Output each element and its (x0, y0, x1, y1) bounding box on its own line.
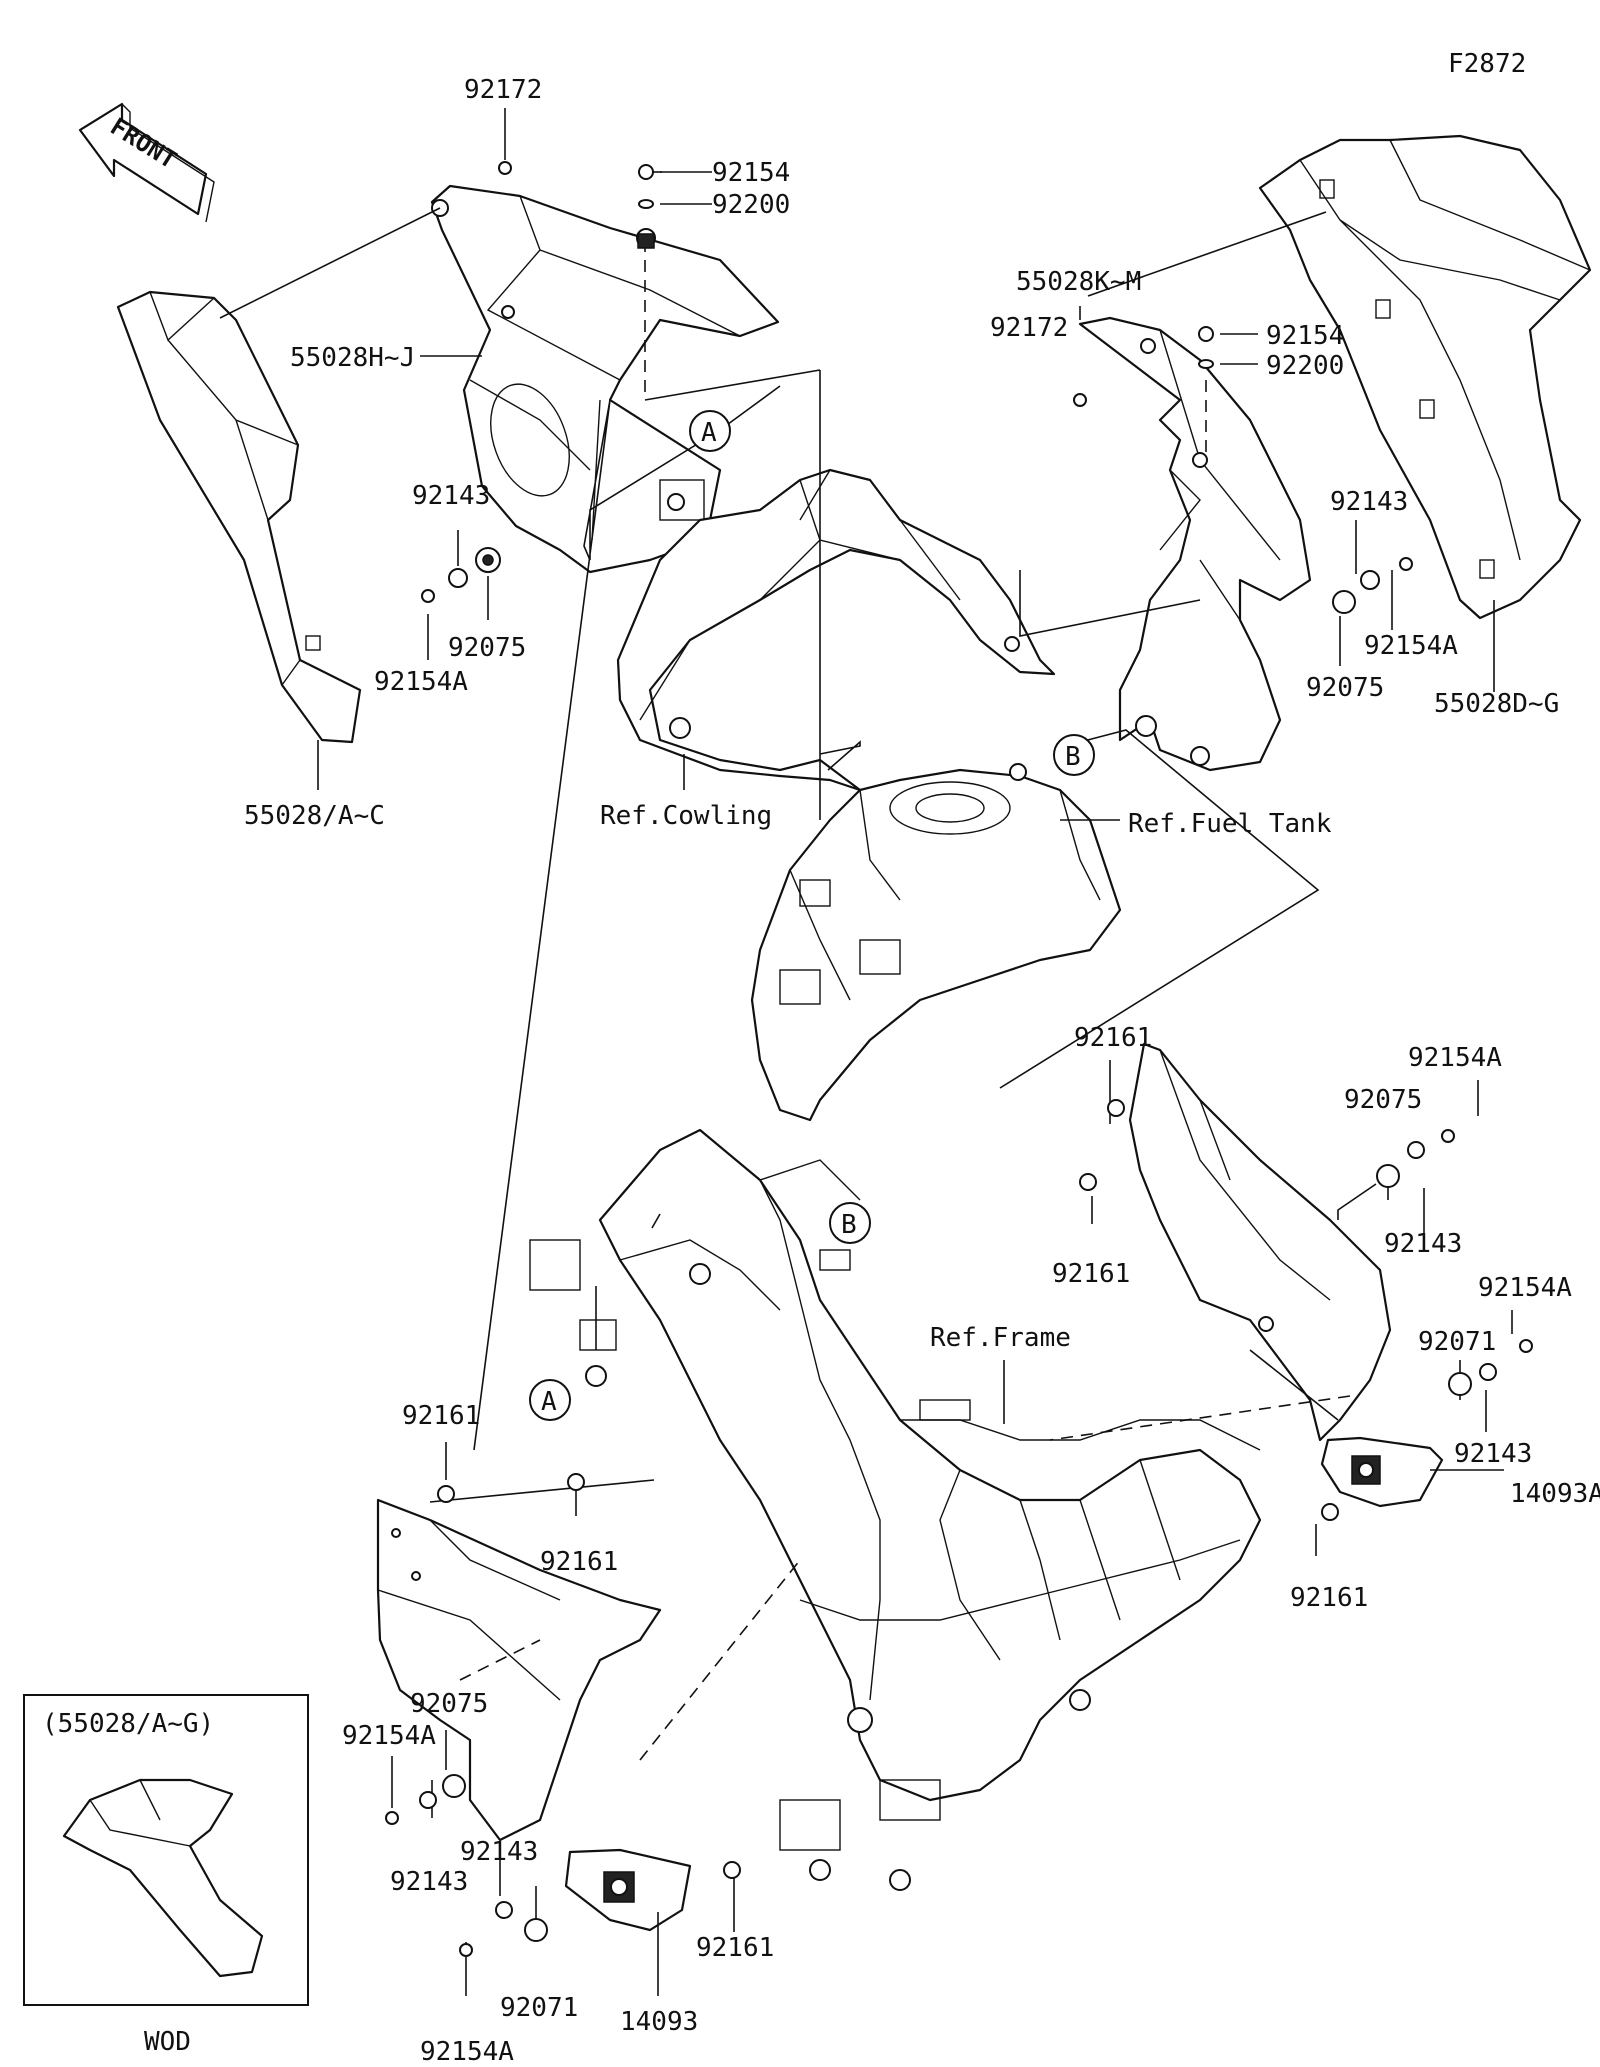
callout-b-upper: B (1053, 734, 1095, 776)
front-arrow-icon: FRONT (78, 102, 215, 223)
ref-frame-part (529, 1128, 1262, 1891)
part-number: 92154A (342, 1721, 436, 1751)
bracket-55028-k-m (1078, 316, 1312, 772)
bracket-55028-h-j (430, 184, 780, 574)
part-number: 92075 (410, 1689, 488, 1719)
part-number: 92172 (990, 313, 1068, 343)
part-number: 92200 (1266, 351, 1344, 381)
part-number: 92161 (1074, 1023, 1152, 1053)
ref-fuel-tank-part (750, 763, 1122, 1122)
part-number: 55028/A~C (244, 801, 385, 831)
part-number: 92161 (1052, 1259, 1130, 1289)
part-number: 92161 (540, 1547, 618, 1577)
leader-lines (219, 108, 1513, 1996)
part-number: 55028K~M (1016, 267, 1141, 297)
part-number: 92143 (460, 1837, 538, 1867)
part-number: 92161 (1290, 1583, 1368, 1613)
part-number: 92172 (464, 75, 542, 105)
part-number: 92143 (1454, 1439, 1532, 1469)
part-number: 92154A (374, 667, 468, 697)
figure-code: F2872 (1448, 49, 1526, 79)
callout-a-upper: A (689, 410, 731, 452)
inset-title: (55028/A~G) (42, 1709, 214, 1739)
mount-14093 (564, 1848, 692, 1932)
part-number: 92075 (1306, 673, 1384, 703)
part-number: 92200 (712, 190, 790, 220)
part-number: 92071 (1418, 1327, 1496, 1357)
part-number: 92143 (1384, 1229, 1462, 1259)
part-number: 92154 (712, 158, 790, 188)
part-number-labels: 92172 92154 92200 55028H~J 92143 92075 9… (244, 75, 1600, 2067)
part-number: 92161 (696, 1933, 774, 1963)
part-number: 92143 (390, 1867, 468, 1897)
svg-text:B: B (1065, 742, 1081, 772)
side-cover-55028-d-g (1258, 134, 1592, 620)
part-number: 92143 (1330, 487, 1408, 517)
part-number: 92143 (412, 481, 490, 511)
part-number: 92154 (1266, 321, 1344, 351)
svg-text:A: A (701, 418, 717, 448)
hardware-parts (385, 161, 1533, 1957)
lower-left-side-panel (376, 1498, 662, 1842)
inset-caption: WOD (144, 2027, 191, 2057)
part-number: 92154A (1478, 1273, 1572, 1303)
lower-right-side-panel (1128, 1042, 1392, 1442)
callout-a-lower: A (529, 1379, 571, 1421)
svg-text:B: B (841, 1210, 857, 1240)
mount-14093a (1320, 1436, 1444, 1508)
ref-cowling-label: Ref.Cowling (600, 801, 772, 831)
part-number: 14093 (620, 2007, 698, 2037)
ref-fuel-tank-label: Ref.Fuel Tank (1128, 809, 1332, 839)
part-number: 92154A (420, 2037, 514, 2067)
svg-text:A: A (541, 1387, 557, 1417)
part-number: 92154A (1364, 631, 1458, 661)
part-number: 14093A (1510, 1479, 1600, 1509)
side-cover-55028-a-c (116, 290, 362, 744)
part-number: 92075 (448, 633, 526, 663)
part-number: 55028H~J (290, 343, 415, 373)
callout-b-lower: B (829, 1202, 871, 1244)
part-number: 92071 (500, 1993, 578, 2023)
ref-frame-label: Ref.Frame (930, 1323, 1071, 1353)
part-number: 92075 (1344, 1085, 1422, 1115)
part-number: 92161 (402, 1401, 480, 1431)
inset-box (23, 1694, 309, 2006)
part-number: 55028D~G (1434, 689, 1559, 719)
part-number: 92154A (1408, 1043, 1502, 1073)
